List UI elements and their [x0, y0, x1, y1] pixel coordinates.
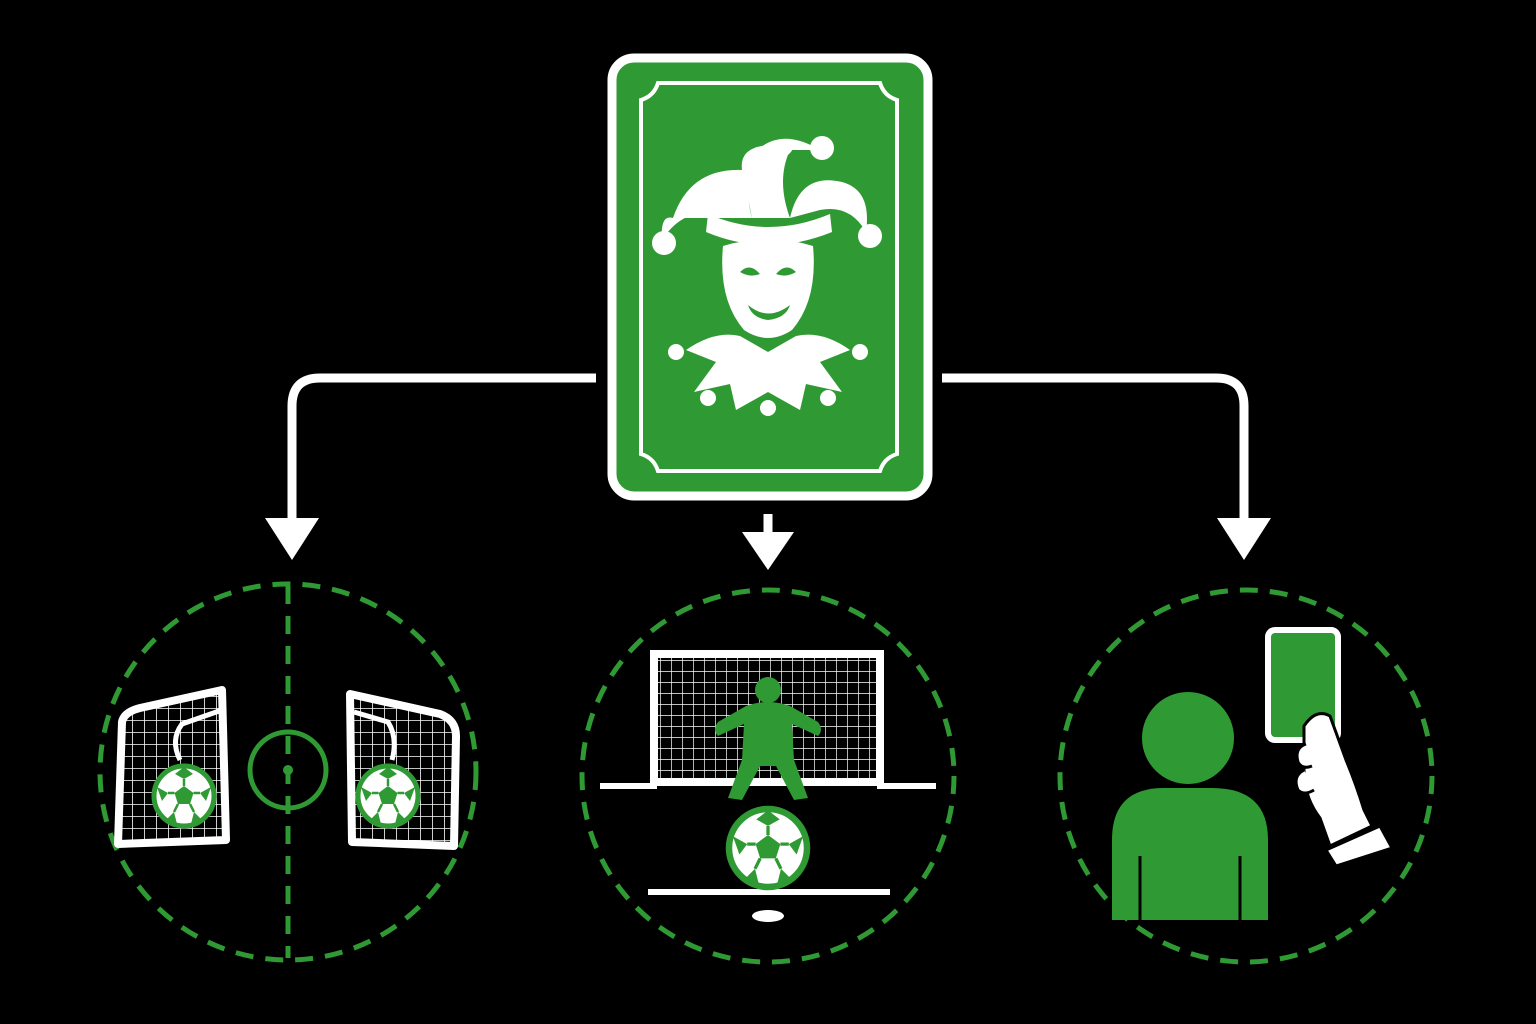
hand-icon	[1294, 712, 1395, 868]
penalty-kick-goalkeeper-icon	[579, 587, 957, 965]
arrow-left-line	[287, 373, 596, 520]
goalkeeper-icon	[715, 677, 821, 800]
left-goal-icon	[114, 686, 230, 848]
arrow-right-head	[1217, 518, 1271, 560]
two-goals-midfield-icon	[97, 581, 479, 963]
player-silhouette-icon	[1112, 692, 1268, 920]
jester-icon	[652, 136, 882, 416]
right-goal-icon	[346, 690, 460, 850]
arrow-left-head	[265, 518, 319, 560]
arrow-right-line	[942, 373, 1249, 520]
connector-arrows	[287, 373, 1249, 535]
green-card-player-icon	[1057, 587, 1435, 965]
joker-card-icon	[607, 53, 933, 501]
arrow-center-head	[742, 532, 794, 570]
